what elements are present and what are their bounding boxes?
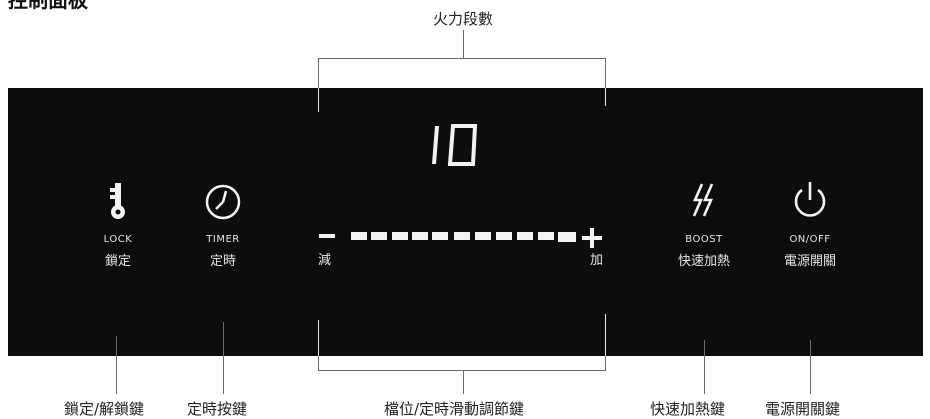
power-level-display: 10 bbox=[423, 124, 483, 166]
boost-key-callout: 快速加熱鍵 bbox=[650, 400, 726, 418]
slider-bracket-right-inner bbox=[605, 314, 606, 356]
boost-button[interactable] bbox=[686, 180, 722, 222]
control-panel bbox=[8, 88, 923, 356]
display-digits bbox=[432, 124, 478, 166]
slider-bracket-right bbox=[605, 356, 606, 371]
boost-callout-line bbox=[704, 340, 705, 394]
slider-segment bbox=[392, 232, 408, 240]
lock-button[interactable] bbox=[100, 180, 136, 224]
slider-segment bbox=[454, 232, 470, 240]
slider-segment bbox=[371, 232, 387, 240]
timer-label-zh: 定時 bbox=[209, 254, 236, 269]
power-timer-slider[interactable]: − + bbox=[318, 228, 608, 248]
timer-key-callout: 定時按鍵 bbox=[187, 400, 248, 418]
slider-plus[interactable] bbox=[582, 228, 602, 248]
slider-segment bbox=[517, 232, 533, 240]
slider-segment bbox=[496, 232, 512, 240]
slider-key-callout: 檔位/定時滑動調節鍵 bbox=[384, 400, 525, 418]
key-icon bbox=[110, 183, 125, 219]
lightning-icon bbox=[692, 183, 714, 217]
slider-bracket-stem bbox=[463, 370, 464, 394]
slider-segment bbox=[558, 232, 576, 242]
power-level-bracket-right-inner bbox=[605, 88, 606, 106]
slider-segment bbox=[432, 232, 448, 240]
boost-label-zh: 快速加熱 bbox=[677, 254, 730, 269]
slider-plus-label: 加 bbox=[590, 253, 604, 268]
slider-bracket-left-inner bbox=[318, 320, 319, 356]
power-key-callout: 電源開關鍵 bbox=[765, 400, 841, 418]
slider-segment bbox=[351, 232, 367, 240]
slider-segment bbox=[412, 232, 428, 240]
lock-label-zh: 鎖定 bbox=[104, 254, 131, 269]
power-level-bracket-left bbox=[318, 58, 319, 108]
power-level-callout: 火力段數 bbox=[432, 10, 493, 28]
slider-segment bbox=[475, 232, 491, 240]
slider-segment bbox=[538, 232, 554, 240]
clock-icon bbox=[205, 184, 241, 220]
slider-minus[interactable] bbox=[319, 234, 335, 238]
lock-label-en: LOCK bbox=[103, 234, 133, 245]
lock-key-callout: 鎖定/解鎖鍵 bbox=[64, 400, 145, 418]
power-button[interactable] bbox=[790, 178, 830, 220]
slider-minus-label: 減 bbox=[318, 253, 332, 268]
power-level-bracket-top bbox=[318, 58, 606, 59]
timer-button[interactable] bbox=[203, 182, 243, 222]
onoff-label-en: ON/OFF bbox=[789, 234, 831, 245]
power-level-bracket-stem bbox=[463, 30, 464, 58]
power-callout-line bbox=[810, 340, 811, 394]
power-icon bbox=[794, 182, 826, 217]
slider-bracket-left bbox=[318, 356, 319, 371]
lock-callout-line bbox=[116, 336, 117, 394]
timer-label-en: TIMER bbox=[206, 234, 240, 245]
power-level-bracket-right bbox=[605, 58, 606, 108]
slider-bracket-bottom bbox=[318, 370, 606, 371]
page-title: 控制面板 bbox=[8, 0, 88, 12]
power-level-bracket-left-inner bbox=[318, 88, 319, 112]
boost-label-en: BOOST bbox=[685, 234, 723, 245]
timer-callout-line bbox=[223, 322, 224, 394]
onoff-label-zh: 電源開關 bbox=[783, 254, 836, 269]
